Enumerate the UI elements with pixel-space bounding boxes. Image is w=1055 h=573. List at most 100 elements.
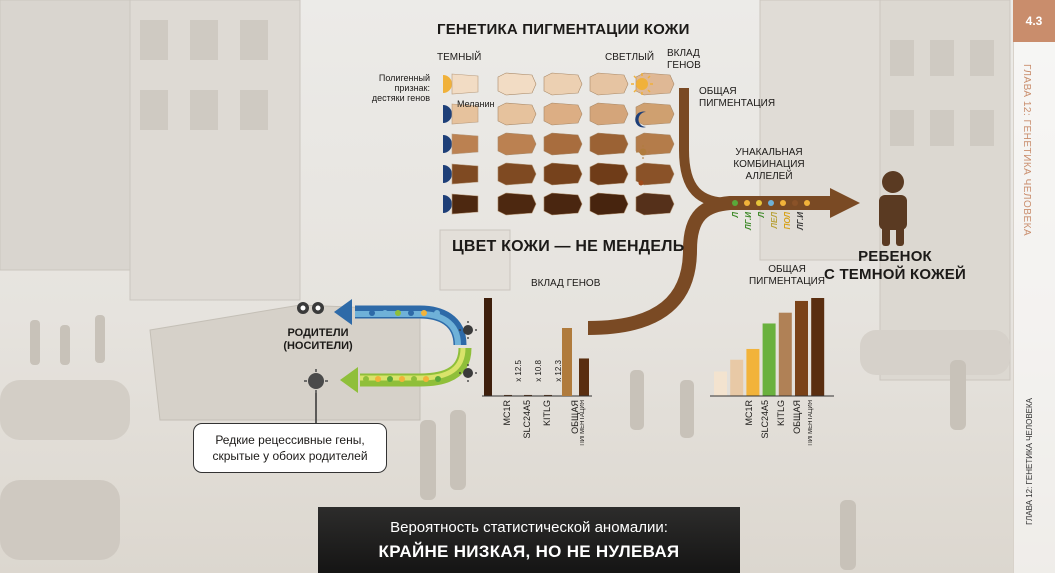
background-window [140, 20, 168, 60]
skin-tone-swatch [589, 102, 629, 126]
allele-dot [387, 376, 393, 382]
bar-annotation: x 12.5 [514, 360, 523, 382]
side-band [1013, 42, 1055, 573]
dot-icon [638, 180, 644, 186]
skin-tone-swatch [589, 192, 629, 216]
bar-category-label: SLC24A5 [760, 400, 770, 439]
allele-label: ЛГ.И [796, 212, 805, 230]
moon-icon [635, 111, 646, 128]
polygenic-label: Полигенный признак: дестяки генов [371, 73, 430, 103]
sun-icon [459, 364, 477, 382]
background-pedestrian [30, 320, 40, 365]
background-pedestrian [840, 500, 856, 570]
probability-banner: Вероятность статистической аномалии: КРА… [318, 507, 740, 573]
allele-dots [732, 200, 810, 206]
skin-tone-swatch [543, 102, 583, 126]
bar-annotation: x 10.8 [534, 360, 543, 382]
skin-tone-swatch [451, 103, 479, 125]
skin-tone-swatch [451, 193, 479, 215]
allele-dot [369, 310, 375, 316]
small-sun-icon [636, 145, 650, 159]
allele-dot [423, 376, 429, 382]
skin-tone-swatch [451, 163, 479, 185]
sun-icon [459, 321, 477, 339]
allele-label: ЛГ.И [744, 212, 753, 230]
page-number-badge: 4.3 [1013, 0, 1055, 42]
bar-category-label: MC1R [502, 400, 512, 426]
parents-label: РОДИТЕЛИ (НОСИТЕЛИ) [283, 327, 353, 352]
background-pedestrian [450, 410, 466, 490]
skin-tone-swatch [635, 162, 675, 186]
allele-dot [780, 200, 786, 206]
background-building [759, 0, 881, 261]
bar-category-label: ОБЩАЯ [570, 400, 580, 434]
rare-genes-callout: Редкие рецессивные гены, скрытые у обоих… [193, 423, 387, 473]
flow-arrowhead [830, 188, 860, 218]
skin-tone-swatch [543, 162, 583, 186]
gene-contribution-chart [482, 298, 592, 397]
skin-tone-swatch [451, 73, 479, 95]
skin-tone-grid [443, 72, 675, 216]
skin-tone-swatch [497, 132, 537, 156]
chart-bar [730, 359, 744, 396]
background-car [860, 330, 1010, 375]
chart-bar [562, 328, 572, 396]
skin-tone-swatch [589, 72, 629, 96]
skin-tone-swatch [589, 132, 629, 156]
melanocyte-icon [443, 165, 452, 183]
background-tram [149, 304, 421, 421]
chapter-label-bottom: ГЛАВА 12: ГЕНЕТИКА ЧЕЛОВЕКА [1025, 398, 1034, 525]
background-window [240, 20, 268, 60]
contribution-top-label: ВКЛАД ГЕНОВ [667, 48, 701, 71]
allele-dot [411, 376, 417, 382]
skin-tone-swatch [635, 102, 675, 126]
contribution-flow-arrow [587, 196, 832, 335]
dark-label: ТЕМНЫЙ [437, 52, 482, 63]
chart-bar [714, 371, 727, 396]
background-pedestrian [950, 360, 966, 430]
skin-tone-swatch [497, 192, 537, 216]
total-pigmentation-chart [710, 298, 834, 397]
background-pedestrian [420, 420, 436, 500]
allele-label: ПОЛ [783, 212, 792, 230]
parents-lower-arrow-inner [360, 347, 466, 381]
allele-dot [399, 376, 405, 382]
allele-dot [382, 310, 388, 316]
melanocyte-icon [443, 135, 452, 153]
bar-category-label: ОБЩАЯ [792, 400, 802, 434]
skin-tone-swatch [451, 133, 479, 155]
chart-title: ОБЩАЯ ПИГМЕНТАЦИЯ [748, 264, 826, 287]
allele-dots [363, 310, 441, 382]
allele-label: Л [731, 212, 740, 218]
parents-upper-arrow-inner [355, 311, 461, 346]
background-pedestrian [95, 315, 105, 363]
chart-bar [795, 300, 808, 396]
allele-dot [408, 310, 414, 316]
background-building [439, 229, 511, 291]
unique-combo-label: УНАКАЛЬНАЯ КОМБИНАЦИЯ АЛЛЕЛЕЙ [733, 147, 805, 182]
background-window [190, 20, 218, 60]
chart-bar [484, 298, 492, 396]
background-window [240, 90, 268, 130]
chart-bar [746, 348, 760, 396]
skin-tone-swatch [635, 72, 675, 96]
background-window [930, 110, 954, 146]
skin-tone-swatch [497, 162, 537, 186]
allele-dot [792, 200, 798, 206]
allele-dot [732, 200, 738, 206]
background-window [970, 110, 994, 146]
bar-category-label: ПИГМЕНТАЦИЯ [808, 400, 814, 446]
rare-genes-text: Редкие рецессивные гены, скрытые у обоих… [212, 433, 368, 463]
skin-tone-swatch [497, 102, 537, 126]
background-window [930, 40, 954, 76]
skin-tone-swatch [543, 132, 583, 156]
allele-dot [804, 200, 810, 206]
not-mendel-heading: ЦВЕТ КОЖИ — НЕ МЕНДЕЛЬ [452, 238, 685, 255]
light-label: СВЕТЛЫЙ [605, 52, 655, 63]
bar-category-label: KITLG [542, 400, 552, 427]
allele-dot [744, 200, 750, 206]
top-flow-arrow [679, 88, 731, 208]
sun-icon [631, 73, 653, 95]
